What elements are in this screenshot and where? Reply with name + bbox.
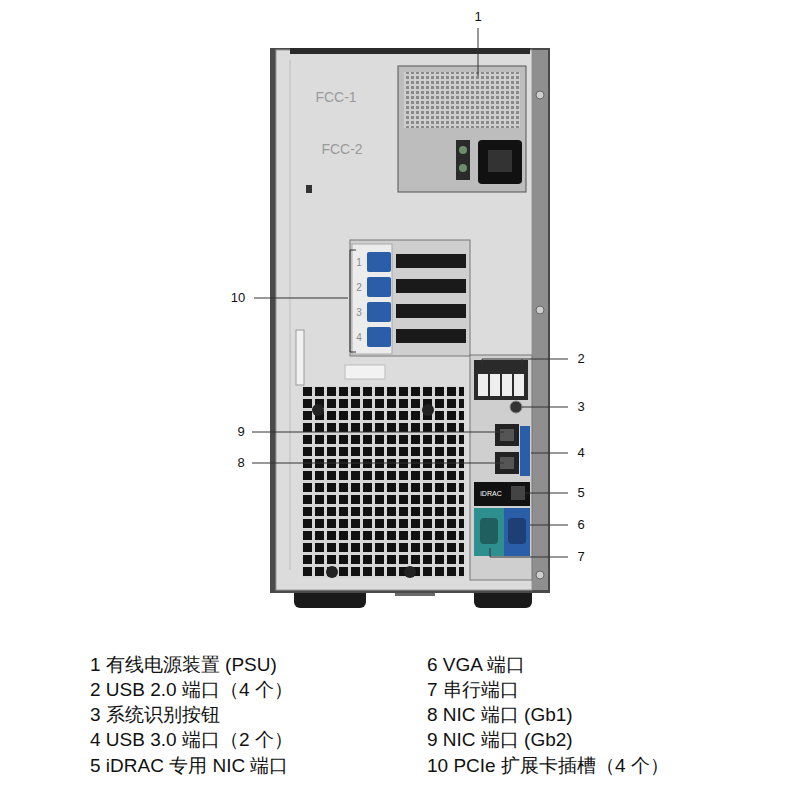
callout-number: 10: [229, 291, 247, 305]
legend-line: 8 NIC 端口 (Gb1): [427, 705, 573, 726]
legend-line: 4 USB 3.0 端口（2 个）: [90, 730, 293, 751]
callout-number: 2: [575, 352, 586, 366]
callout-number: 9: [235, 425, 246, 439]
slot-number: 2: [356, 282, 362, 293]
callout-number: 5: [575, 486, 586, 500]
legend-line: 2 USB 2.0 端口（4 个）: [90, 680, 293, 701]
port-marking: iDRAC: [480, 490, 501, 498]
slot-number: 4: [356, 332, 362, 343]
callout-number: 3: [575, 400, 586, 414]
callout-number: 6: [575, 518, 586, 532]
callout-number: 4: [575, 446, 586, 460]
slot-number: 1: [356, 257, 362, 268]
chassis-marking: FCC-1: [315, 90, 356, 105]
slot-number: 3: [356, 307, 362, 318]
legend-line: 1 有线电源装置 (PSU): [90, 655, 277, 676]
legend-line: 10 PCIe 扩展卡插槽（4 个）: [427, 756, 669, 777]
callout-number: 8: [235, 456, 246, 470]
callout-number: 1: [472, 10, 483, 24]
legend-line: 9 NIC 端口 (Gb2): [427, 730, 573, 751]
legend-line: 3 系统识别按钮: [90, 705, 220, 726]
chassis-marking: FCC-2: [321, 142, 362, 157]
legend-line: 7 串行端口: [427, 680, 519, 701]
legend-line: 5 iDRAC 专用 NIC 端口: [90, 756, 288, 777]
legend-line: 6 VGA 端口: [427, 655, 525, 676]
callout-number: 7: [575, 550, 586, 564]
